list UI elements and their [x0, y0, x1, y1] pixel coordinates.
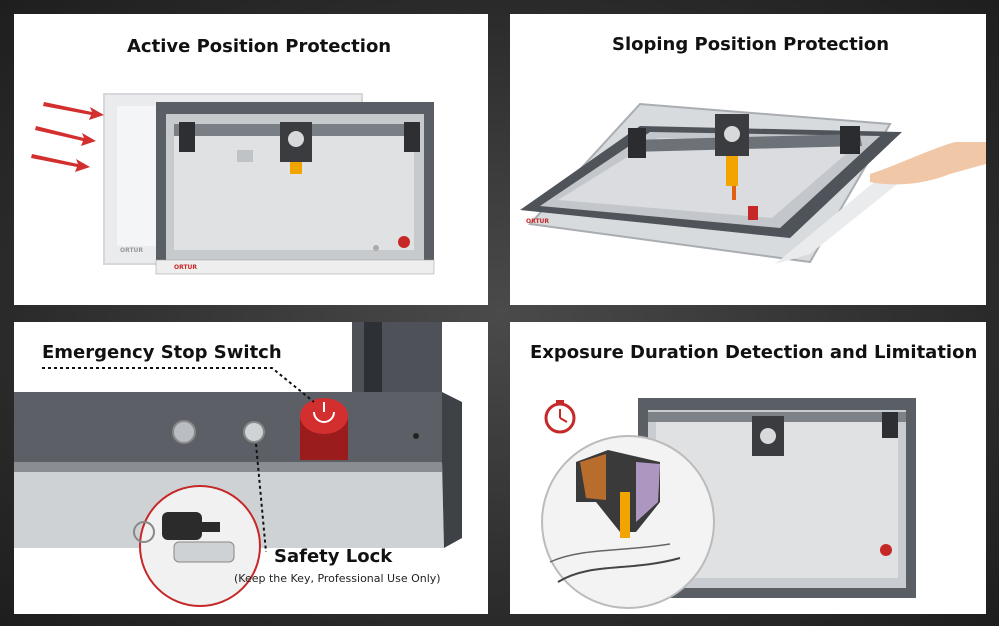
hand-image: [870, 142, 986, 185]
emergency-stop-icon: [300, 398, 348, 434]
panel-safety-controls: Emergency Stop Switch Safety Lock (Keep …: [14, 322, 488, 614]
laser-engraver-illustration: ORTUR ORTUR: [31, 93, 435, 275]
emergency-leader-line: [42, 367, 315, 403]
key-icon: [162, 512, 202, 540]
frame-closeup-illustration: [14, 322, 462, 607]
panel-exposure-duration: Exposure Duration Detection and Limitati…: [510, 322, 986, 614]
panel-title: Sloping Position Protection: [612, 34, 890, 55]
emergency-stop-label: Emergency Stop Switch: [42, 342, 282, 363]
safety-lock-keyhole-icon: [243, 421, 265, 443]
brand-logo: ORTUR: [526, 218, 549, 225]
panel-active-position-protection: Active Position Protection ORTUR O: [14, 14, 488, 305]
timer-icon: [544, 400, 576, 434]
base-top: [14, 392, 442, 462]
push-arrows: [31, 102, 104, 172]
brand-logo: ORTUR: [174, 264, 197, 271]
panel-title: Exposure Duration Detection and Limitati…: [530, 342, 978, 363]
safety-lock-note: (Keep the Key, Professional Use Only): [234, 572, 441, 585]
safety-leader-line: [255, 443, 267, 553]
ghost-brand-logo: ORTUR: [120, 247, 143, 254]
panel-title: Active Position Protection: [127, 36, 392, 57]
exposure-illustration: [541, 398, 916, 609]
sloped-engraver-illustration: ORTUR: [520, 102, 986, 264]
panel-sloping-position-protection: Sloping Position Protection ORTUR: [510, 14, 986, 305]
power-button-icon: [172, 420, 196, 444]
safety-lock-label: Safety Lock: [274, 546, 393, 567]
